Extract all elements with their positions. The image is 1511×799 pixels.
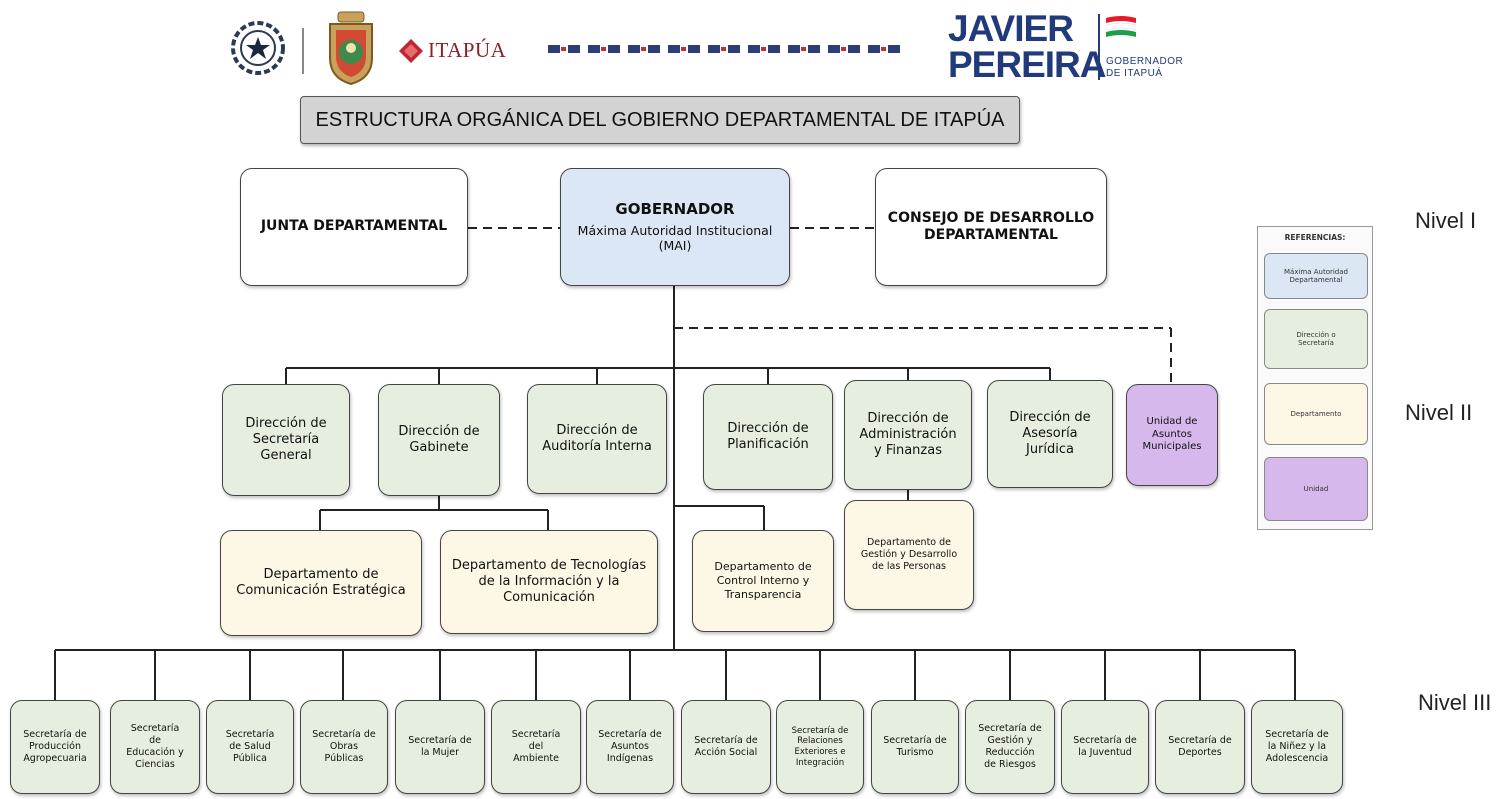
decorative-pattern-strip (548, 45, 900, 53)
secretaria-box: Secretaría de Turismo (871, 700, 959, 794)
nivel-1-label: Nivel I (1415, 208, 1477, 233)
legend-label: Máxima Autoridad Departamental (1283, 268, 1348, 284)
secretaria-box: Secretaría de Obras Públicas (300, 700, 388, 794)
unidad-label: Unidad de Asuntos Municipales (1142, 416, 1202, 453)
direccion-planificacion: Dirección de Planificación (703, 384, 833, 490)
secretaria-label: Secretaría de Producción Agropecuaria (23, 729, 87, 764)
legend-item-maxima-autoridad: Máxima Autoridad Departamental (1264, 253, 1368, 299)
secretaria-label: Secretaría de Acción Social (694, 735, 758, 758)
gobernador-subtitle: Máxima Autoridad Institucional (MAI) (577, 222, 773, 254)
logo-divider (302, 28, 304, 74)
direccion-administracion-finanzas: Dirección de Administración y Finanzas (844, 380, 972, 490)
secretaria-label: Secretaría de la Niñez y la Adolescencia (1265, 729, 1329, 764)
departamento-label: Departamento de Tecnologías de la Inform… (451, 557, 647, 606)
direccion-auditoria-interna: Dirección de Auditoría Interna (527, 384, 667, 494)
header-logos: ITAPÚA (226, 8, 1216, 88)
secretaria-label: Secretaría de Obras Públicas (312, 729, 376, 764)
brand-javier: JAVIER (948, 8, 1074, 49)
secretaria-box: Secretaría de Salud Pública (206, 700, 294, 794)
secretaria-label: Secretaría de la Juventud (1073, 735, 1137, 758)
legend-item-departamento: Departamento (1264, 383, 1368, 445)
departamento-gestion-personas: Departamento de Gestión y Desarrollo de … (844, 500, 974, 610)
legend-item-direccion: Dirección o Secretaría (1264, 309, 1368, 369)
legend-item-unidad: Unidad (1264, 457, 1368, 521)
secretaria-box: Secretaría de Asuntos Indígenas (586, 700, 674, 794)
gobernador-box: GOBERNADOR Máxima Autoridad Instituciona… (560, 168, 790, 286)
page-title: ESTRUCTURA ORGÁNICA DEL GOBIERNO DEPARTA… (300, 96, 1020, 144)
paraguay-seal-icon (231, 21, 285, 75)
secretaria-label: Secretaría de Gestión y Reducción de Rie… (978, 723, 1042, 770)
junta-label: JUNTA DEPARTAMENTAL (260, 218, 448, 235)
itapua-label: ITAPÚA (428, 38, 507, 62)
brand-divider (1098, 14, 1100, 80)
brand-pereira: PEREIRA (948, 44, 1106, 85)
direccion-asesoria-juridica: Dirección de Asesoría Jurídica (987, 380, 1113, 488)
referencias-legend: REFERENCIAS: Máxima Autoridad Departamen… (1257, 226, 1373, 530)
secretaria-box: Secretaría de la Juventud (1061, 700, 1149, 794)
departamento-control-interno: Departamento de Control Interno y Transp… (692, 530, 834, 632)
secretaria-box: Secretaría de Relaciones Exteriores e In… (776, 700, 864, 794)
nivel-2-label: Nivel II (1405, 400, 1473, 425)
nivel-3-label: Nivel III (1418, 690, 1492, 715)
direccion-label: Dirección de Administración y Finanzas (859, 410, 957, 459)
direccion-label: Dirección de Auditoría Interna (542, 422, 652, 454)
brand-gobernador: GOBERNADOR (1106, 56, 1184, 67)
brand-de-itapua: DE ITAPUÁ (1106, 68, 1163, 79)
itapua-coat-of-arms-icon (329, 11, 373, 86)
secretaria-box: Secretaría de Educación y Ciencias (110, 700, 200, 794)
secretaria-label: Secretaría del Ambiente (511, 729, 561, 764)
secretaria-box: Secretaría de la Mujer (395, 700, 485, 794)
consejo-label: CONSEJO DE DESARROLLO DEPARTAMENTAL (887, 209, 1095, 244)
legend-label: Departamento (1290, 410, 1342, 418)
departamento-label: Departamento de Control Interno y Transp… (714, 560, 812, 601)
secretaria-label: Secretaría de Salud Pública (225, 729, 275, 764)
unidad-asuntos-municipales: Unidad de Asuntos Municipales (1126, 384, 1218, 486)
secretaria-box: Secretaría de la Niñez y la Adolescencia (1251, 700, 1343, 794)
secretaria-box: Secretaría de Gestión y Reducción de Rie… (965, 700, 1055, 794)
consejo-desarrollo-box: CONSEJO DE DESARROLLO DEPARTAMENTAL (875, 168, 1107, 286)
departamento-tecnologias: Departamento de Tecnologías de la Inform… (440, 530, 658, 634)
direccion-label: Dirección de Gabinete (398, 423, 480, 455)
secretaria-label: Secretaría de Relaciones Exteriores e In… (791, 725, 849, 768)
secretaria-box: Secretaría de Producción Agropecuaria (10, 700, 100, 794)
departamento-label: Departamento de Comunicación Estratégica (236, 566, 406, 598)
secretaria-box: Secretaría del Ambiente (491, 700, 581, 794)
flag-stripes-icon (1106, 16, 1136, 37)
secretaria-label: Secretaría de Asuntos Indígenas (598, 729, 662, 764)
direccion-label: Dirección de Asesoría Jurídica (1009, 409, 1091, 458)
junta-departamental-box: JUNTA DEPARTAMENTAL (240, 168, 468, 286)
gobernador-title: GOBERNADOR (615, 200, 735, 218)
legend-label: Dirección o Secretaría (1296, 331, 1336, 347)
direccion-label: Dirección de Secretaría General (245, 415, 327, 464)
direccion-gabinete: Dirección de Gabinete (378, 384, 500, 496)
secretaria-box: Secretaría de Deportes (1155, 700, 1245, 794)
direccion-label: Dirección de Planificación (727, 420, 809, 452)
referencias-title: REFERENCIAS: (1284, 233, 1346, 242)
secretaria-label: Secretaría de Turismo (883, 735, 947, 758)
departamento-label: Departamento de Gestión y Desarrollo de … (860, 537, 958, 572)
secretaria-label: Secretaría de Deportes (1168, 735, 1232, 758)
secretaria-label: Secretaría de la Mujer (408, 735, 472, 758)
secretaria-label: Secretaría de Educación y Ciencias (126, 723, 184, 770)
departamento-comunicacion-estrategica: Departamento de Comunicación Estratégica (220, 530, 422, 636)
secretaria-box: Secretaría de Acción Social (681, 700, 771, 794)
legend-label: Unidad (1303, 485, 1329, 493)
direccion-secretaria-general: Dirección de Secretaría General (222, 384, 350, 496)
itapua-diamond-icon (399, 39, 423, 63)
